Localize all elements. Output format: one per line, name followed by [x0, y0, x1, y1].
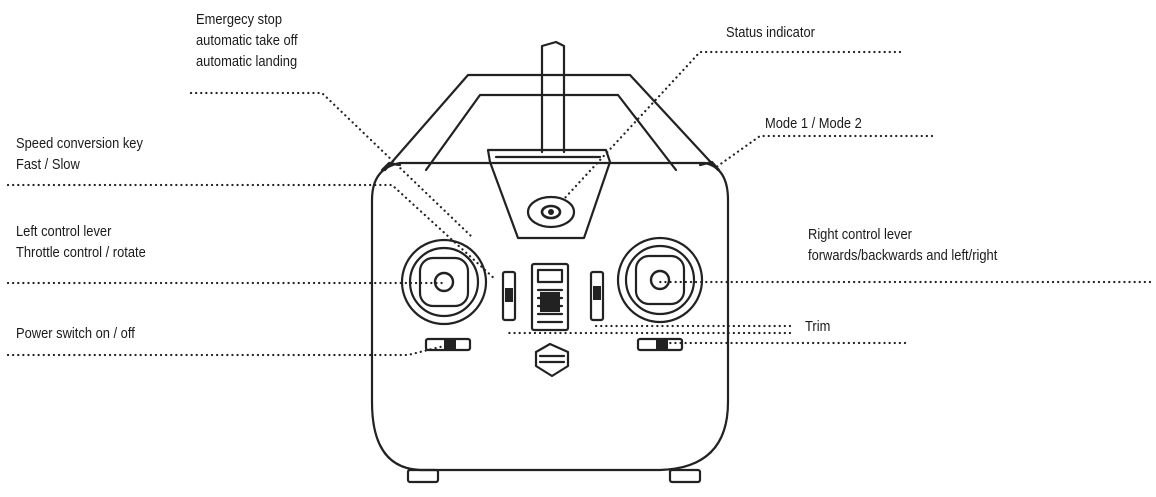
left-stick-knob	[433, 271, 455, 293]
right-stick-knob	[649, 269, 671, 291]
label-speed-line-2: Fast / Slow	[16, 156, 80, 173]
carry-handle-inner	[424, 93, 678, 172]
left-power-switch	[424, 337, 472, 352]
label-trim-line-1: Trim	[805, 318, 831, 335]
left-stick-base	[418, 256, 470, 308]
label-right-lever: Right control lever forwards/backwards a…	[808, 224, 997, 266]
leader-power-left	[6, 343, 450, 357]
left-stick-ring	[408, 246, 480, 318]
right-stick-outer-ring	[616, 236, 704, 324]
controller-body	[370, 161, 730, 472]
label-right-lever-line-1: Right control lever	[808, 226, 912, 243]
label-status-line-1: Status indicator	[726, 24, 815, 41]
throttle-thumb	[540, 292, 560, 312]
right-power-thumb	[656, 340, 668, 349]
label-left-lever-line-1: Left control lever	[16, 223, 112, 240]
label-speed-line-1: Speed conversion key	[16, 135, 143, 152]
leader-speed	[6, 183, 498, 282]
leader-status	[561, 50, 902, 202]
left-trim-switch	[501, 270, 517, 322]
label-emergency-line-3: automatic landing	[196, 53, 298, 70]
right-stick-ring	[624, 244, 696, 316]
label-emergency-line-2: automatic take off	[196, 32, 298, 49]
label-emergency-line-1: Emergecy stop	[196, 11, 283, 28]
left-trim-thumb	[505, 288, 513, 302]
center-emblem	[534, 342, 570, 378]
right-trim-thumb	[593, 286, 601, 300]
right-foot	[668, 468, 702, 484]
status-indicator-led	[540, 204, 562, 220]
left-foot	[406, 468, 440, 484]
label-mode-line-1: Mode 1 / Mode 2	[765, 115, 862, 132]
label-left-lever: Left control lever Throttle control / ro…	[16, 221, 146, 263]
right-stick-base	[634, 254, 686, 306]
label-emergency: Emergecy stop automatic take off automat…	[196, 9, 298, 72]
left-power-thumb	[444, 340, 456, 349]
left-stick-outer-ring	[400, 238, 488, 326]
leader-emergency	[189, 91, 474, 239]
label-right-lever-line-2: forwards/backwards and left/right	[808, 247, 998, 264]
leader-mode	[713, 134, 934, 170]
throttle-slot	[530, 262, 570, 332]
label-power-line-1: Power switch on / off	[16, 325, 135, 342]
center-panel	[486, 148, 612, 240]
label-mode: Mode 1 / Mode 2	[765, 113, 862, 134]
right-trim-switch	[589, 270, 605, 322]
right-power-switch	[636, 337, 684, 352]
throttle-slot-inner	[536, 268, 564, 284]
label-speed: Speed conversion key Fast / Slow	[16, 133, 143, 175]
label-status: Status indicator	[726, 22, 815, 43]
label-power: Power switch on / off	[16, 323, 135, 344]
antenna	[540, 40, 566, 154]
center-emblem-inner	[538, 354, 566, 364]
status-led-dot	[548, 209, 554, 215]
carry-handle	[383, 73, 720, 172]
label-trim: Trim	[805, 316, 830, 337]
label-left-lever-line-2: Throttle control / rotate	[16, 244, 146, 261]
status-indicator-ring	[526, 195, 576, 229]
